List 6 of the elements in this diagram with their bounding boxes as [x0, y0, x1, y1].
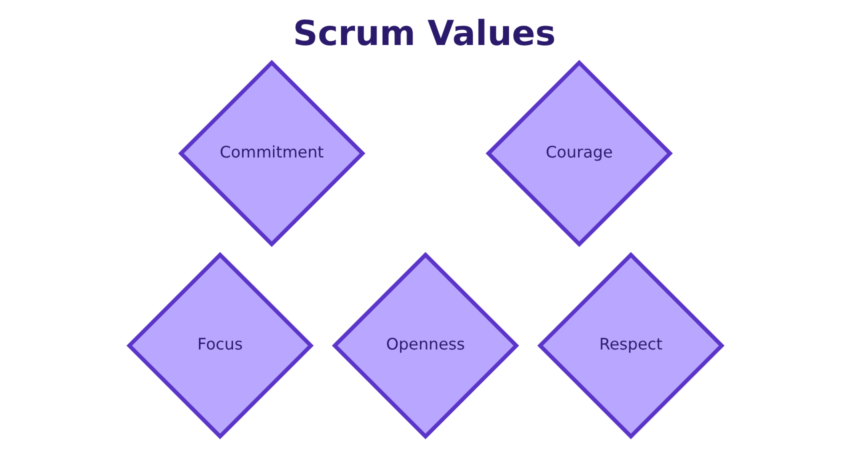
node-diamond: Courage: [485, 60, 672, 248]
node-diamond: Focus: [126, 252, 314, 440]
node-diamond: Commitment: [178, 60, 365, 248]
diagram-title: Scrum Values: [292, 14, 556, 54]
node-diamond: Openness: [331, 252, 519, 440]
node-diamond: Respect: [536, 252, 724, 440]
